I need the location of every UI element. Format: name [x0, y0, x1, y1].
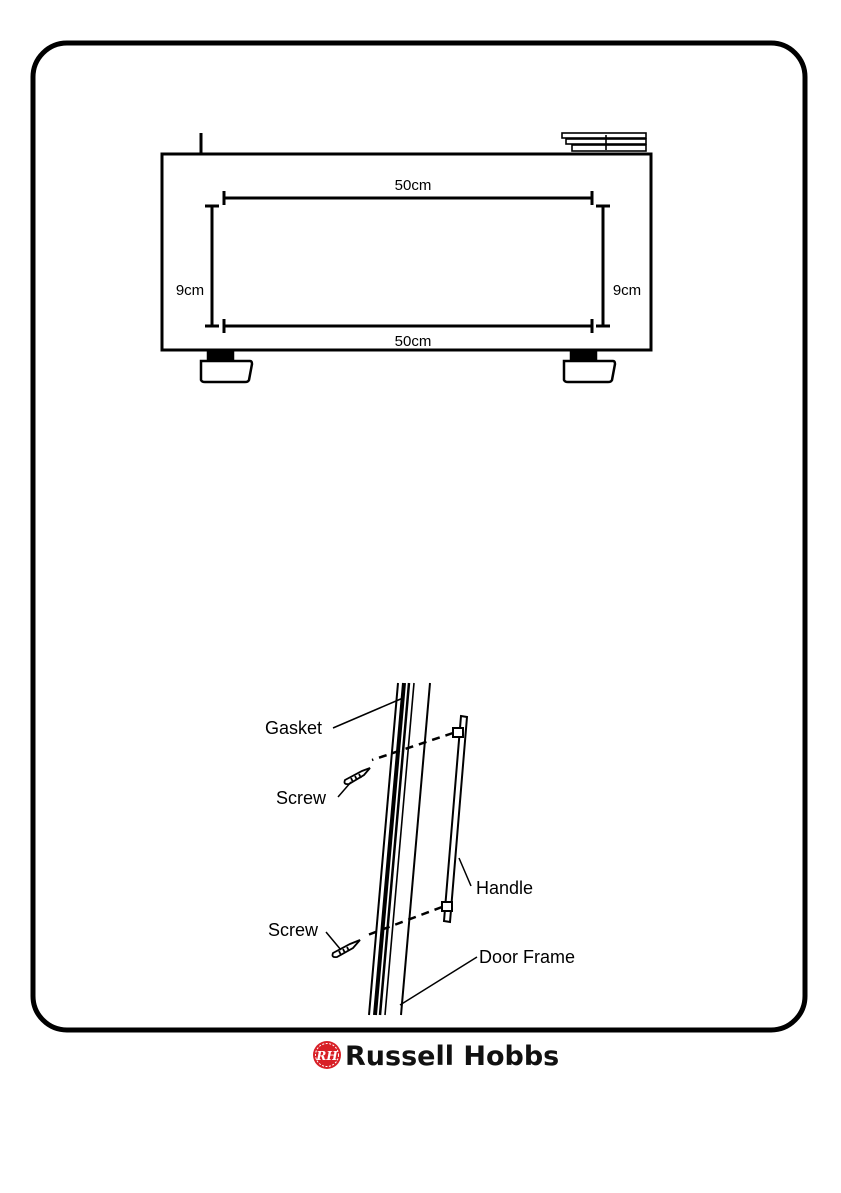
door-frame	[369, 683, 430, 1015]
brand-name: Russell Hobbs	[345, 1041, 559, 1072]
foot-left	[201, 350, 252, 382]
label-screw-bottom: Screw	[268, 920, 319, 940]
top-stacked-plates	[562, 133, 646, 151]
label-door-frame: Door Frame	[479, 947, 575, 967]
handle	[442, 716, 467, 922]
label-handle: Handle	[476, 878, 533, 898]
dim-left-height: 9cm	[176, 282, 204, 299]
svg-text:RH: RH	[315, 1049, 338, 1063]
brand-logo: RH Russell Hobbs	[313, 1041, 559, 1072]
foot-right	[564, 350, 615, 382]
label-gasket: Gasket	[265, 718, 322, 738]
appliance-front-diagram: 50cm 50cm 9cm 9cm	[162, 133, 651, 382]
rh-seal-icon: RH	[313, 1041, 341, 1069]
screw-bottom-icon	[333, 940, 361, 957]
handle-fitting-diagram: Gasket Screw Screw Handle Door Frame	[265, 683, 575, 1015]
label-screw-top: Screw	[276, 788, 327, 808]
dim-bottom-width: 50cm	[395, 333, 432, 350]
screw-top-icon	[345, 768, 371, 784]
dim-top-width: 50cm	[395, 177, 432, 194]
dim-right-height: 9cm	[613, 282, 641, 299]
